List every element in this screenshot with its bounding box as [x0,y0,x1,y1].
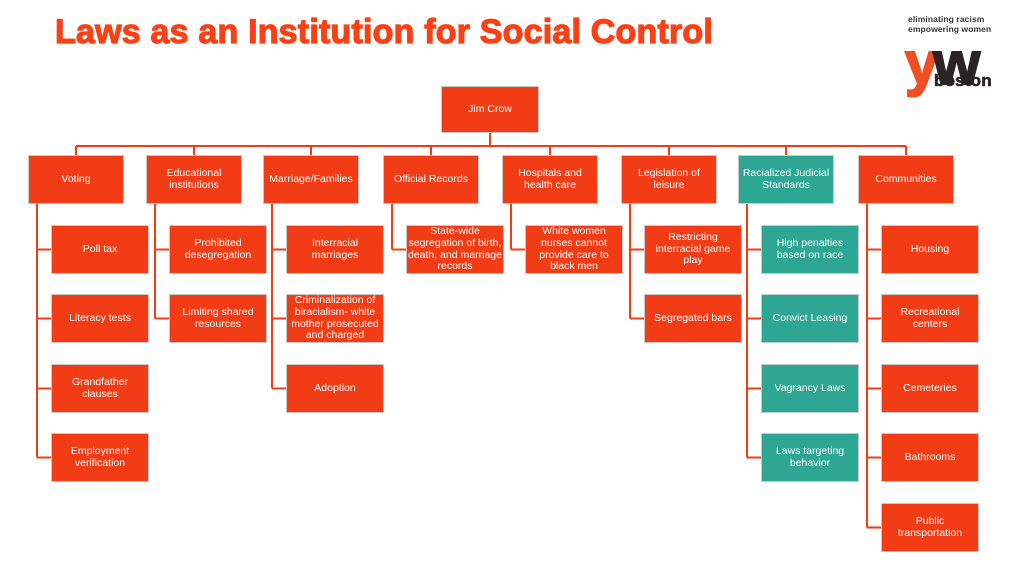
node-label: Grandfather clauses [71,375,129,400]
node-official-records: Official Records [383,155,479,204]
node-hospitals-and-health-care: Hospitals and health care [502,155,598,204]
logo-tagline-line1: eliminating racism [908,14,985,24]
node-label: Vagrancy Laws [774,381,846,394]
node-employment-verification: Employment verification [51,433,149,482]
node-label: Recreational centers [900,305,960,330]
node-label: Interracial marriages [311,236,359,261]
node-educational-institutions: Educational institutions [146,155,242,204]
node-literacy-tests: Literacy tests [51,294,149,343]
node-limiting-shared-resources: Limiting shared resources [169,294,267,343]
node-white-women-nurses-cannot-provide-care-t: White women nurses cannot provide care t… [525,225,623,274]
node-cemeteries: Cemeteries [881,364,979,413]
node-marriage-families: Marriage/Families [263,155,359,204]
node-label: Racialized Judicial Standards [742,166,830,191]
slide-title: Laws as an Institution for Social Contro… [54,12,714,51]
logo-tagline: eliminating racism empowering women [908,14,1012,34]
node-state-wide-segregation-of-birth-death-an: State-wide segregation of birth, death, … [406,225,504,274]
node-vagrancy-laws: Vagrancy Laws [761,364,859,413]
node-label: Marriage/Families [269,172,353,185]
node-label: State-wide segregation of birth, death, … [408,225,502,273]
node-label: Legislation of leisure [638,166,700,191]
node-label: Voting [61,172,91,185]
node-recreational-centers: Recreational centers [881,294,979,343]
node-interracial-marriages: Interracial marriages [286,225,384,274]
node-label: Poll tax [82,242,118,255]
node-label: Bathrooms [904,450,956,463]
node-label: Prohibited desegregation [184,236,252,261]
node-adoption: Adoption [286,364,384,413]
node-restricting-interracial-game-play: Restricting interracial game play [644,225,742,274]
node-label: Segregated bars [654,311,732,324]
node-communities: Communities [858,155,954,204]
node-jim-crow: Jim Crow [441,86,539,133]
logo-city-label: boston [934,71,992,91]
node-label: Employment verification [70,444,130,469]
node-label: Communities [875,172,937,185]
logo-tagline-line2: empowering women [908,24,992,35]
node-housing: Housing [881,225,979,274]
node-laws-targeting-behavior: Laws targeting behavior [761,433,859,482]
node-high-penalties-based-on-race: High penalties based on race [761,225,859,274]
node-label: Official Records [394,172,468,185]
node-prohibited-desegregation: Prohibited desegregation [169,225,267,274]
node-criminalization-of-biracialism-white-mot: Criminalization of biracialism- white mo… [286,294,384,343]
node-label: Public transportation [897,514,963,539]
node-label: Restricting interracial game play [655,230,731,267]
node-label: Criminalization of biracialism- white mo… [291,294,379,342]
ywboston-logo: eliminating racism empowering women yw b… [904,14,1012,95]
node-label: Limiting shared resources [182,305,254,330]
node-label: Jim Crow [468,102,512,115]
node-label: Convict Leasing [772,311,848,324]
node-label: Housing [910,242,950,255]
node-segregated-bars: Segregated bars [644,294,742,343]
node-legislation-of-leisure: Legislation of leisure [621,155,717,204]
node-convict-leasing: Convict Leasing [761,294,859,343]
node-poll-tax: Poll tax [51,225,149,274]
logo-yw-wordmark: yw [904,33,981,95]
node-label: Educational institutions [166,166,222,191]
node-voting: Voting [28,155,124,204]
logo-letter-w: w [932,30,981,97]
node-label: Adoption [314,381,356,394]
node-racialized-judicial-standards: Racialized Judicial Standards [738,155,834,204]
node-label: High penalties based on race [776,236,844,261]
node-bathrooms: Bathrooms [881,433,979,482]
node-grandfather-clauses: Grandfather clauses [51,364,149,413]
node-label: Hospitals and health care [518,166,582,191]
node-label: White women nurses cannot provide care t… [539,225,609,273]
node-label: Laws targeting behavior [775,444,845,469]
node-label: Literacy tests [69,311,131,324]
node-public-transportation: Public transportation [881,503,979,552]
node-label: Cemeteries [903,381,957,394]
